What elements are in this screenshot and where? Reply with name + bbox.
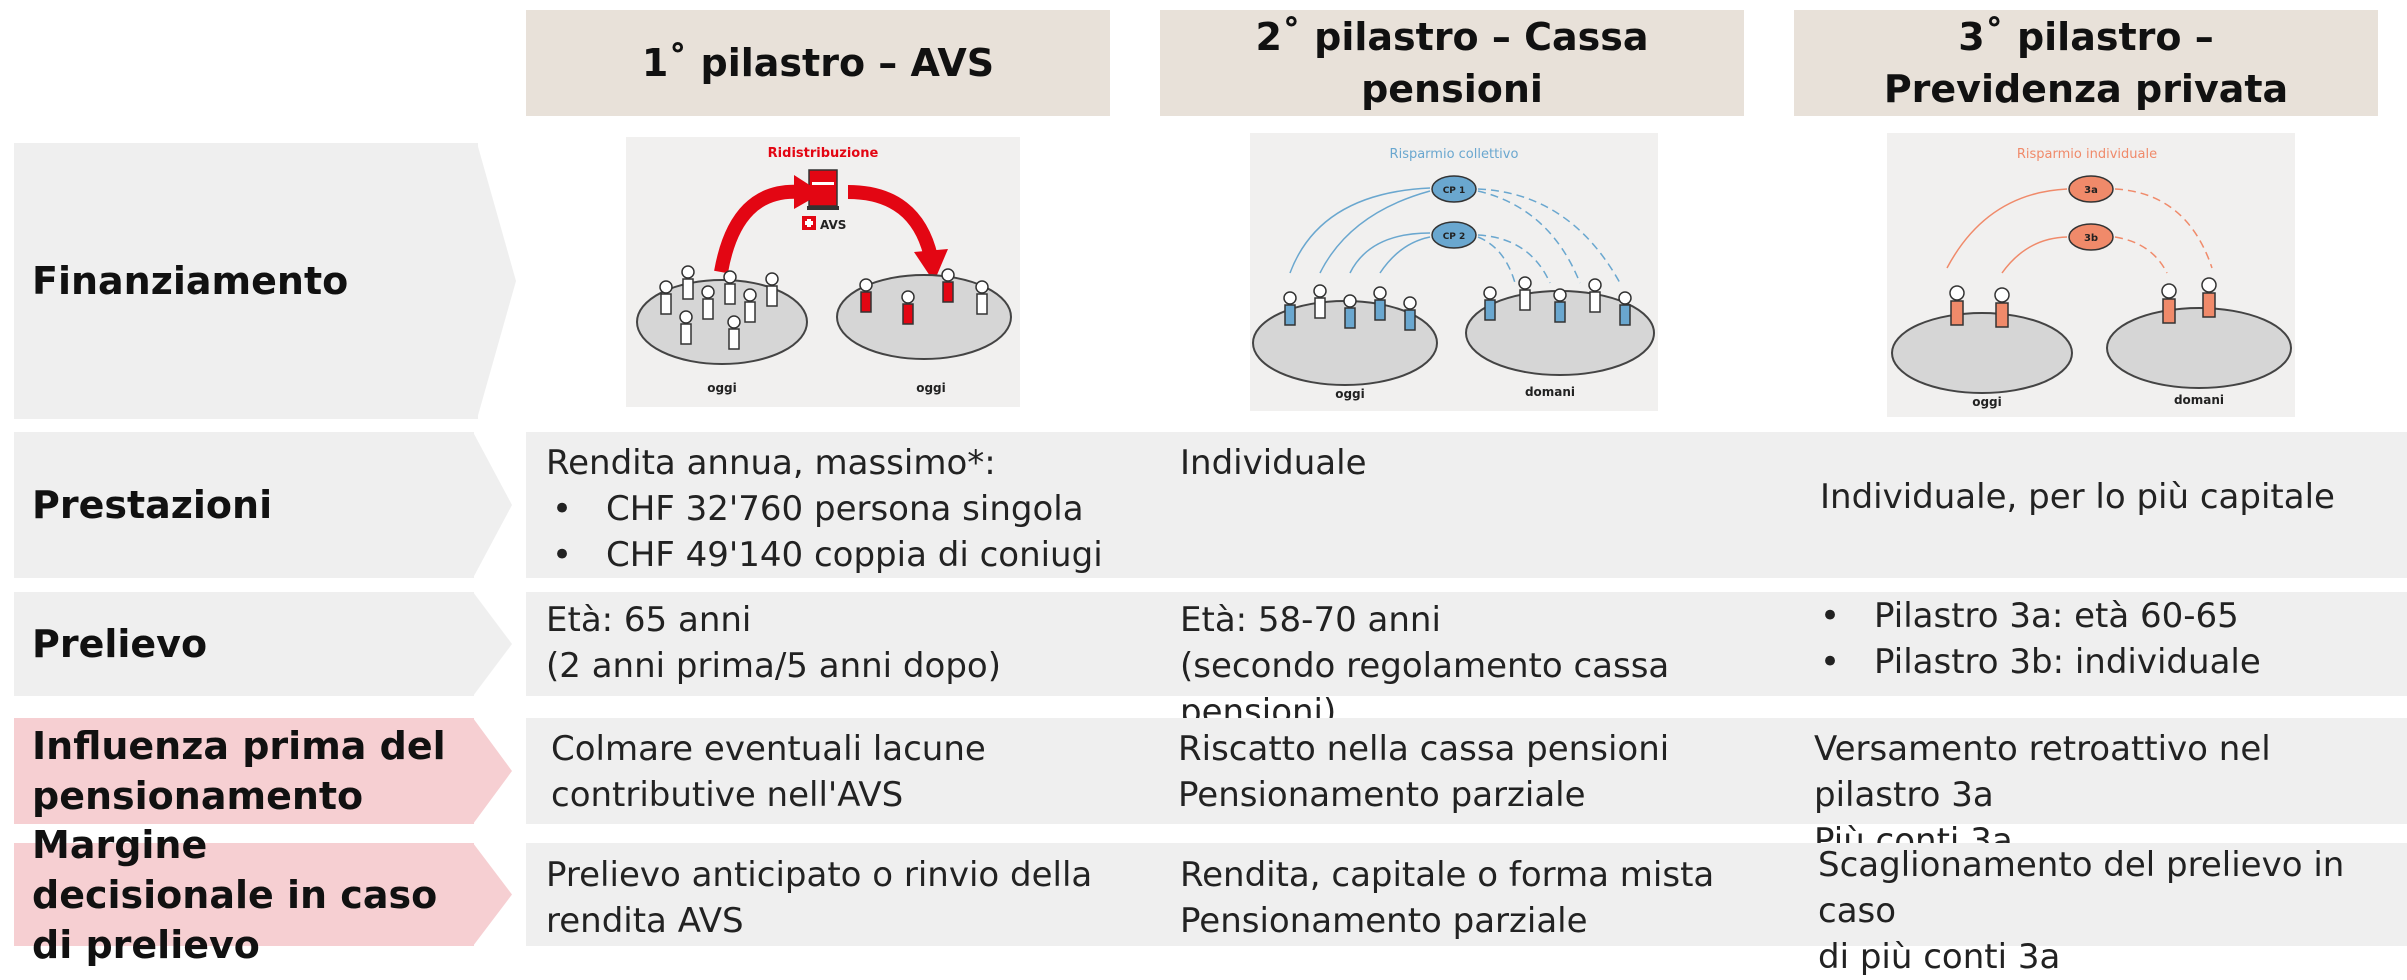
margine-pillar-2-line: Rendita, capitale o forma mista — [1180, 855, 1715, 895]
piggy-bank-icon: 3b — [2068, 223, 2114, 251]
row-label-influenza-text: Influenza prima del pensionamento — [32, 724, 446, 818]
illustration-avs-left-caption: oggi — [707, 381, 737, 395]
margine-pillar-3-line: di più conti 3a — [1818, 937, 2061, 977]
chevron-right-icon — [472, 843, 512, 946]
illustration-previdenza-privata: Risparmio individuale 3a 3b oggi domani — [1887, 133, 2295, 417]
illustration-avs: Ridistribuzione AVS oggi oggi — [626, 137, 1020, 407]
header-pillar-2-label: 2˚ pilastro – Cassa pensioni — [1255, 15, 1649, 111]
illustration-privata-box1: 3a — [2084, 185, 2098, 196]
illustration-cassa-title: Risparmio collettivo — [1390, 147, 1519, 162]
margine-pillar-2-line: Pensionamento parziale — [1180, 901, 1588, 941]
prestazioni-pillar-1: Rendita annua, massimo*: CHF 32'760 pers… — [546, 440, 1106, 578]
illustration-avs-title: Ridistribuzione — [768, 146, 879, 161]
influenza-pillar-2-line: Riscatto nella cassa pensioni — [1178, 729, 1670, 769]
row-label-finanziamento: Finanziamento — [14, 143, 516, 419]
illustration-cassa-box1: CP 1 — [1443, 186, 1466, 196]
illustration-cassa-right-caption: domani — [1525, 385, 1575, 399]
influenza-pillar-2: Riscatto nella cassa pensioni Pensioname… — [1178, 726, 1778, 818]
prelievo-pillar-3: Pilastro 3a: età 60-65 Pilastro 3b: indi… — [1814, 593, 2394, 685]
chevron-right-icon — [472, 718, 512, 824]
row-label-margine: Margine decisionale in caso di prelievo — [14, 823, 512, 967]
chevron-right-icon — [472, 592, 512, 696]
row-band-margine — [526, 843, 2407, 946]
margine-pillar-2: Rendita, capitale o forma mista Pensiona… — [1180, 852, 1780, 944]
prelievo-pillar-2-line: Età: 58-70 anni — [1180, 600, 1441, 640]
prestazioni-pillar-2: Individuale — [1180, 443, 1367, 483]
individual-savings-illustration: Risparmio individuale 3a 3b oggi domani — [1891, 147, 2292, 409]
illustration-privata-right-caption: domani — [2174, 393, 2224, 407]
illustration-privata-title: Risparmio individuale — [2017, 147, 2157, 162]
collective-savings-illustration: Risparmio collettivo CP 1 CP 2 oggi doma… — [1252, 147, 1655, 401]
prestazioni-pillar-1-list: CHF 32'760 persona singola CHF 49'140 co… — [546, 486, 1106, 578]
influenza-pillar-1-line: contributive nell'AVS — [551, 775, 904, 815]
influenza-pillar-3-line: Versamento retroattivo nel pilastro 3a — [1814, 729, 2271, 815]
margine-pillar-3-line: Scaglionamento del prelievo in caso — [1818, 845, 2345, 931]
influenza-pillar-2-line: Pensionamento parziale — [1178, 775, 1586, 815]
row-band-influenza — [526, 718, 2407, 824]
illustration-avs-badge: AVS — [820, 218, 846, 232]
row-label-influenza: Influenza prima del pensionamento — [14, 718, 512, 824]
piggy-bank-icon: CP 1 — [1431, 175, 1477, 203]
row-label-prestazioni: Prestazioni — [14, 432, 512, 578]
header-pillar-1-label: 1˚ pilastro – AVS — [641, 41, 995, 85]
list-item: Pilastro 3b: individuale — [1814, 639, 2394, 685]
row-label-prestazioni-text: Prestazioni — [32, 483, 273, 527]
illustration-privata-box2: 3b — [2084, 233, 2098, 244]
row-label-finanziamento-text: Finanziamento — [32, 259, 349, 303]
prelievo-pillar-1-line: Età: 65 anni — [546, 600, 752, 640]
swiss-cross-icon — [802, 216, 816, 230]
influenza-pillar-1-line: Colmare eventuali lacune — [551, 729, 986, 769]
piggy-bank-icon: 3a — [2068, 175, 2114, 203]
illustration-cassa-pensioni: Risparmio collettivo CP 1 CP 2 oggi doma… — [1250, 133, 1658, 411]
prestazioni-pillar-1-title: Rendita annua, massimo*: — [546, 443, 996, 483]
prelievo-pillar-3-list: Pilastro 3a: età 60-65 Pilastro 3b: indi… — [1814, 593, 2394, 685]
row-label-margine-text: Margine decisionale in caso di prelievo — [32, 822, 438, 967]
prelievo-pillar-1: Età: 65 anni (2 anni prima/5 anni dopo) — [546, 597, 1106, 689]
row-label-prelievo: Prelievo — [14, 592, 512, 696]
redistribution-illustration: Ridistribuzione AVS oggi oggi — [636, 146, 1012, 395]
header-pillar-3: 3˚ pilastro – Previdenza privata — [1794, 10, 2378, 116]
illustration-cassa-left-caption: oggi — [1335, 387, 1365, 401]
header-pillar-3-label: 3˚ pilastro – Previdenza privata — [1883, 15, 2289, 111]
illustration-privata-left-caption: oggi — [1972, 395, 2002, 409]
influenza-pillar-1: Colmare eventuali lacune contributive ne… — [551, 726, 1111, 818]
list-item: CHF 49'140 coppia di coniugi — [546, 532, 1106, 578]
illustration-avs-right-caption: oggi — [916, 381, 946, 395]
row-label-prelievo-text: Prelievo — [32, 622, 208, 666]
chevron-right-icon — [472, 432, 512, 578]
prestazioni-pillar-3: Individuale, per lo più capitale — [1820, 477, 2335, 517]
margine-pillar-1-line: rendita AVS — [546, 901, 744, 941]
list-item: Pilastro 3a: età 60-65 — [1814, 593, 2394, 639]
margine-pillar-1-line: Prelievo anticipato o rinvio della — [546, 855, 1093, 895]
margine-pillar-1: Prelievo anticipato o rinvio della rendi… — [546, 852, 1106, 944]
list-item: CHF 32'760 persona singola — [546, 486, 1106, 532]
margine-pillar-3: Scaglionamento del prelievo in caso di p… — [1818, 842, 2398, 980]
header-pillar-1: 1˚ pilastro – AVS — [526, 10, 1110, 116]
header-pillar-2: 2˚ pilastro – Cassa pensioni — [1160, 10, 1744, 116]
illustration-cassa-box2: CP 2 — [1443, 232, 1466, 242]
prelievo-pillar-2: Età: 58-70 anni (secondo regolamento cas… — [1180, 597, 1780, 735]
prelievo-pillar-1-line: (2 anni prima/5 anni dopo) — [546, 646, 1001, 686]
chevron-right-icon — [476, 143, 516, 419]
piggy-bank-icon: CP 2 — [1431, 221, 1477, 249]
